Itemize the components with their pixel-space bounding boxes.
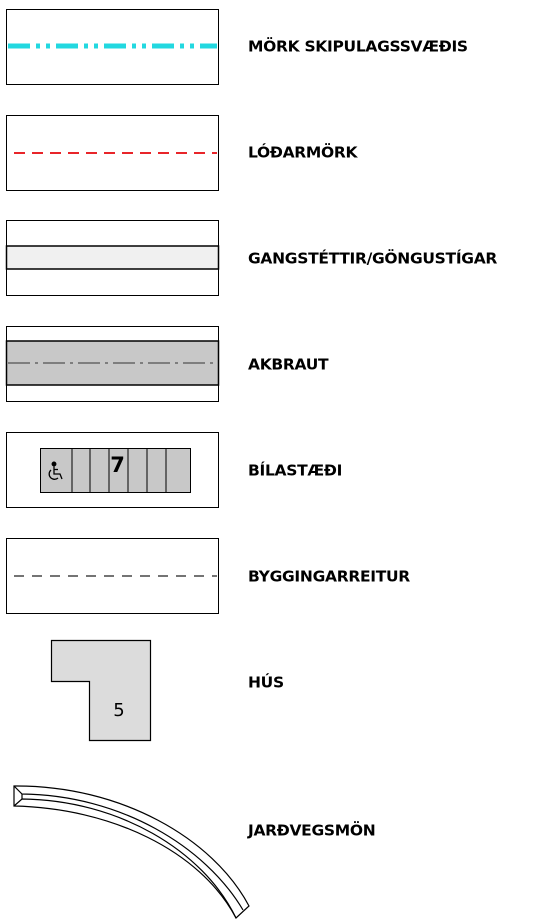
plot-boundary-swatch [6, 115, 219, 191]
wheelchair-icon [48, 461, 63, 480]
house-number: 5 [113, 700, 124, 721]
legend-label-plan-boundary: MÖRK SKIPULAGSSVÆÐIS [248, 37, 468, 56]
earth-berm-symbol [13, 785, 250, 919]
building-area-swatch [6, 538, 219, 614]
legend-label-earth-berm: JARÐVEGSMÖN [248, 821, 376, 840]
plan-boundary-swatch [6, 9, 219, 85]
legend-label-parking: BÍLASTÆÐI [248, 461, 343, 480]
legend-label-house: HÚS [248, 673, 284, 692]
road-swatch [5, 326, 220, 402]
legend-label-plot-boundary: LÓÐARMÖRK [248, 143, 358, 162]
parking-swatch: 7 [6, 432, 219, 508]
legend-label-building-area: BYGGINGARREITUR [248, 567, 410, 586]
legend-label-road: AKBRAUT [248, 355, 329, 374]
legend-label-sidewalk: GANGSTÉTTIR/GÖNGUSTÍGAR [248, 249, 498, 268]
parking-space-count: 7 [110, 453, 125, 477]
sidewalk-swatch [5, 220, 220, 296]
house-symbol: 5 [50, 639, 152, 742]
